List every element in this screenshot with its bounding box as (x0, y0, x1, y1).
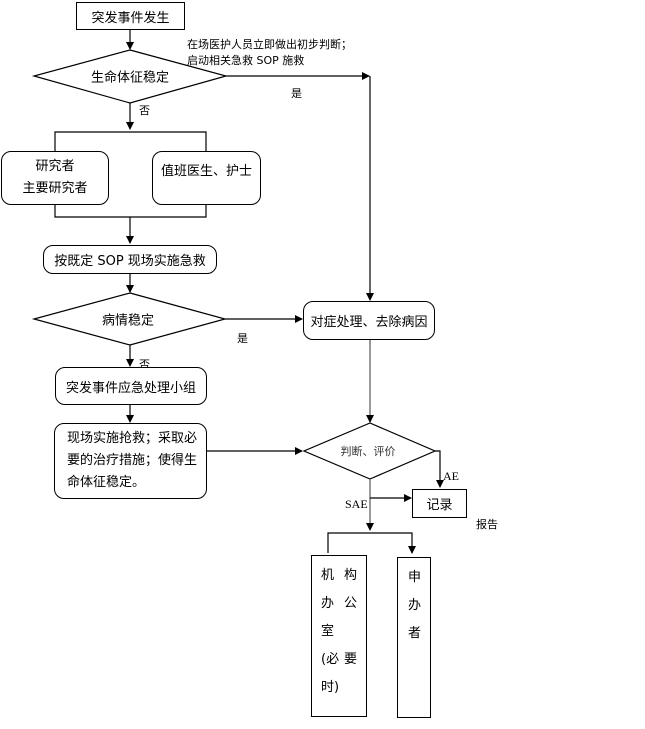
split-line (54, 131, 207, 151)
researcher-label-1: 研究者 (35, 159, 75, 174)
start-label: 突发事件发生 (91, 10, 170, 26)
onsite-rescue-box: 现场实施抢救；采取必 要的治疗措施；使得生 命体征稳定。 (54, 423, 207, 499)
record-box: 记录 (412, 489, 467, 518)
record-label: 记录 (426, 498, 453, 513)
sae-label: SAE (345, 497, 368, 511)
yes-label-1: 是 (291, 87, 302, 100)
decision-assess-label: 判断、评价 (340, 445, 396, 458)
yes-label-2: 是 (237, 332, 248, 345)
onsite-rescue-line3: 命体征稳定。 (67, 475, 146, 490)
onsite-rescue-line2: 要的治疗措施；使得生 (67, 453, 198, 468)
ae-label: AE (443, 469, 459, 483)
duty-staff-box: 值班医生、护士 (152, 151, 261, 205)
emergency-team-box: 突发事件应急处理小组 (55, 367, 207, 405)
merge-line (54, 204, 207, 218)
emergency-team-label: 突发事件应急处理小组 (65, 380, 196, 396)
institution-office-box: 机 办 室 (必 时) 构 公 要 (311, 555, 367, 717)
sop-rescue-label: 按既定 SOP 现场实施急救 (54, 254, 206, 269)
institution-office-col2: 构 公 要 (344, 568, 358, 667)
no-label-2: 否 (139, 358, 150, 371)
split-sae (327, 532, 416, 554)
sponsor-label: 申 办 者 (408, 570, 422, 641)
duty-staff-label: 值班医生、护士 (160, 164, 252, 179)
start-box: 突发事件发生 (76, 2, 185, 30)
decision-condition-label: 病情稳定 (101, 313, 155, 329)
researcher-box: 研究者 主要研究者 (1, 151, 109, 205)
no-label-1: 否 (139, 104, 150, 117)
institution-office-col1: 机 办 室 (必 时) (321, 568, 340, 695)
sop-rescue-box: 按既定 SOP 现场实施急救 (43, 245, 217, 274)
symptomatic-label: 对症处理、去除病因 (310, 315, 428, 330)
sponsor-box: 申 办 者 (397, 557, 431, 718)
note-line1: 在场医护人员立即做出初步判断； (187, 38, 352, 51)
symptomatic-box: 对症处理、去除病因 (303, 301, 435, 340)
note-line2: 启动相关急救 SOP 施救 (187, 54, 305, 67)
researcher-label-2: 主要研究者 (22, 181, 88, 196)
arrow-ae (435, 450, 444, 488)
report-label: 报告 (476, 518, 498, 531)
onsite-rescue-line1: 现场实施抢救；采取必 (67, 431, 198, 446)
decision-vitals-label: 生命体征稳定 (90, 70, 170, 86)
